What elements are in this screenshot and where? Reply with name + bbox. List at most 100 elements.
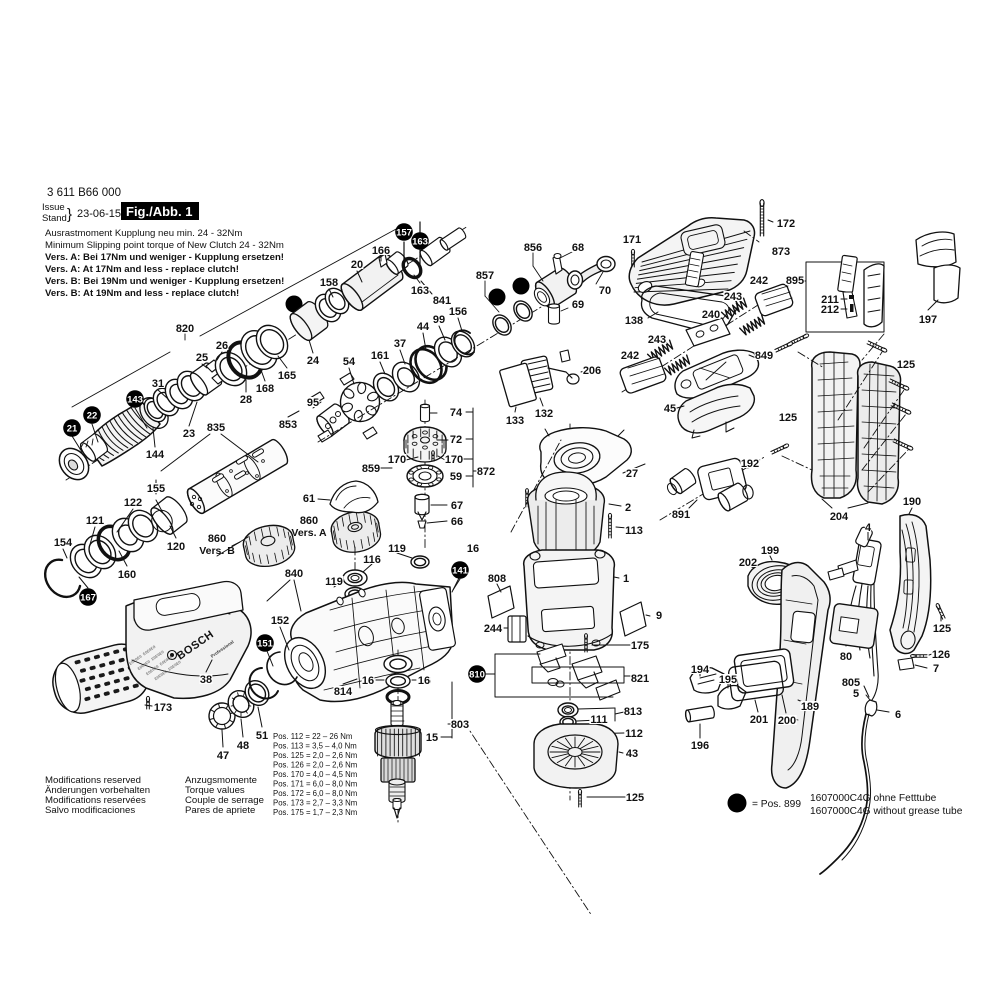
svg-text:67: 67 (451, 500, 463, 512)
svg-text:111: 111 (590, 714, 607, 726)
svg-text:Ausrastmoment Kupplung neu min: Ausrastmoment Kupplung neu min. 24 - 32N… (45, 228, 242, 239)
svg-text:211: 211 (821, 294, 839, 306)
svg-text:61: 61 (303, 493, 315, 505)
svg-text:15: 15 (426, 732, 438, 744)
svg-text:20: 20 (351, 259, 363, 271)
svg-text:125: 125 (779, 412, 797, 424)
svg-text:37: 37 (394, 338, 406, 350)
svg-text:1607000C4G ohne Fetttube: 1607000C4G ohne Fetttube (810, 793, 937, 804)
svg-text:166: 166 (372, 245, 390, 257)
svg-text:821: 821 (631, 673, 649, 685)
svg-text:243: 243 (724, 291, 742, 303)
svg-text:158: 158 (320, 277, 338, 289)
svg-text:820: 820 (176, 323, 194, 335)
svg-text:16: 16 (418, 675, 430, 687)
svg-text:895: 895 (786, 275, 804, 287)
svg-text:197: 197 (919, 314, 937, 326)
svg-text:165: 165 (278, 370, 296, 382)
svg-text:21: 21 (67, 423, 78, 434)
svg-text:Vers. B: At 19Nm and less - re: Vers. B: At 19Nm and less - replace clut… (45, 288, 239, 299)
svg-text:113: 113 (625, 525, 643, 537)
svg-text:167: 167 (80, 592, 96, 603)
svg-text:151: 151 (257, 638, 274, 649)
svg-text:125: 125 (897, 359, 915, 371)
svg-text:80: 80 (840, 651, 852, 663)
svg-text:Modifications reservées: Modifications reservées (45, 795, 146, 806)
svg-text:2: 2 (625, 502, 631, 514)
svg-text:857: 857 (476, 270, 494, 282)
svg-text:5: 5 (853, 688, 859, 700)
svg-text:24: 24 (307, 355, 320, 367)
svg-text:Pos. 171 = 6,0 – 8,0 Nm: Pos. 171 = 6,0 – 8,0 Nm (273, 780, 357, 789)
svg-text:23: 23 (183, 428, 195, 440)
svg-text:190: 190 (903, 496, 921, 508)
svg-text:152: 152 (271, 615, 289, 627)
svg-text:143: 143 (127, 394, 143, 405)
svg-text:126: 126 (932, 649, 950, 661)
svg-text:}: } (67, 206, 72, 223)
svg-text:= Pos. 899: = Pos. 899 (752, 799, 801, 810)
svg-text:163: 163 (412, 236, 428, 247)
svg-text:170: 170 (388, 454, 406, 466)
svg-text:Pos. 175 = 1,7 – 2,3 Nm: Pos. 175 = 1,7 – 2,3 Nm (273, 808, 357, 817)
svg-text:Couple de serrage: Couple de serrage (185, 795, 264, 806)
svg-text:171: 171 (623, 234, 641, 246)
svg-text:Modifications reserved: Modifications reserved (45, 775, 141, 786)
svg-text:121: 121 (86, 515, 104, 527)
svg-text:Minimum Slipping point torque: Minimum Slipping point torque of New Clu… (45, 240, 284, 251)
svg-text:212: 212 (821, 304, 839, 316)
svg-text:860: 860 (208, 533, 226, 545)
svg-text:Änderungen vorbehalten: Änderungen vorbehalten (45, 785, 150, 796)
svg-text:47: 47 (217, 750, 229, 762)
svg-text:48: 48 (237, 740, 249, 752)
svg-text:872: 872 (477, 466, 495, 478)
svg-text:Salvo modificaciones: Salvo modificaciones (45, 805, 135, 816)
svg-text:119: 119 (388, 543, 406, 555)
svg-text:Issue: Issue (42, 202, 65, 213)
svg-text:805: 805 (842, 677, 860, 689)
svg-text:Pos. 112 = 22 – 26 Nm: Pos. 112 = 22 – 26 Nm (273, 732, 352, 741)
svg-text:51: 51 (256, 730, 268, 742)
svg-text:Fig./Abb. 1: Fig./Abb. 1 (126, 204, 192, 219)
svg-text:119: 119 (325, 576, 343, 588)
svg-text:Pos. 170 = 4,0 – 4,5 Nm: Pos. 170 = 4,0 – 4,5 Nm (273, 770, 357, 779)
svg-text:Anzugsmomente: Anzugsmomente (185, 775, 257, 786)
svg-text:6: 6 (895, 709, 901, 721)
svg-text:175: 175 (631, 640, 649, 652)
svg-text:66: 66 (451, 516, 463, 528)
svg-text:204: 204 (830, 511, 849, 523)
svg-text:168: 168 (256, 383, 274, 395)
svg-text:860: 860 (300, 515, 318, 527)
svg-text:243: 243 (648, 334, 666, 346)
svg-text:74: 74 (450, 407, 463, 419)
svg-text:808: 808 (488, 573, 506, 585)
svg-text:4: 4 (865, 522, 872, 534)
svg-text:170: 170 (445, 454, 463, 466)
svg-text:856: 856 (524, 242, 542, 254)
svg-text:7: 7 (933, 663, 939, 675)
svg-text:133: 133 (506, 415, 524, 427)
svg-text:199: 199 (761, 545, 779, 557)
svg-text:840: 840 (285, 568, 303, 580)
svg-text:161: 161 (371, 350, 389, 362)
svg-text:873: 873 (772, 246, 790, 258)
svg-text:22: 22 (87, 410, 98, 421)
svg-text:803: 803 (451, 719, 469, 731)
svg-text:16: 16 (362, 675, 374, 687)
svg-text:Vers. A: At 17Nm and less - re: Vers. A: At 17Nm and less - replace clut… (45, 264, 239, 275)
svg-text:173: 173 (154, 702, 172, 714)
svg-text:Pos. 126 = 2,0 – 2,6 Nm: Pos. 126 = 2,0 – 2,6 Nm (273, 761, 357, 770)
svg-text:Pos. 172 = 6,0 – 8,0 Nm: Pos. 172 = 6,0 – 8,0 Nm (273, 789, 357, 798)
svg-text:Stand: Stand (42, 213, 67, 224)
svg-text:25: 25 (196, 352, 208, 364)
svg-text:156: 156 (449, 306, 467, 318)
svg-text:99: 99 (433, 314, 445, 326)
svg-text:Vers. A: Bei 17Nm und weniger: Vers. A: Bei 17Nm und weniger - Kupplung… (45, 252, 284, 263)
svg-text:189: 189 (801, 701, 819, 713)
svg-text:27: 27 (626, 468, 638, 480)
svg-text:163: 163 (411, 285, 429, 297)
svg-text:242: 242 (621, 350, 639, 362)
svg-text:200: 200 (778, 715, 796, 727)
svg-text:160: 160 (118, 569, 136, 581)
svg-text:172: 172 (777, 218, 795, 230)
